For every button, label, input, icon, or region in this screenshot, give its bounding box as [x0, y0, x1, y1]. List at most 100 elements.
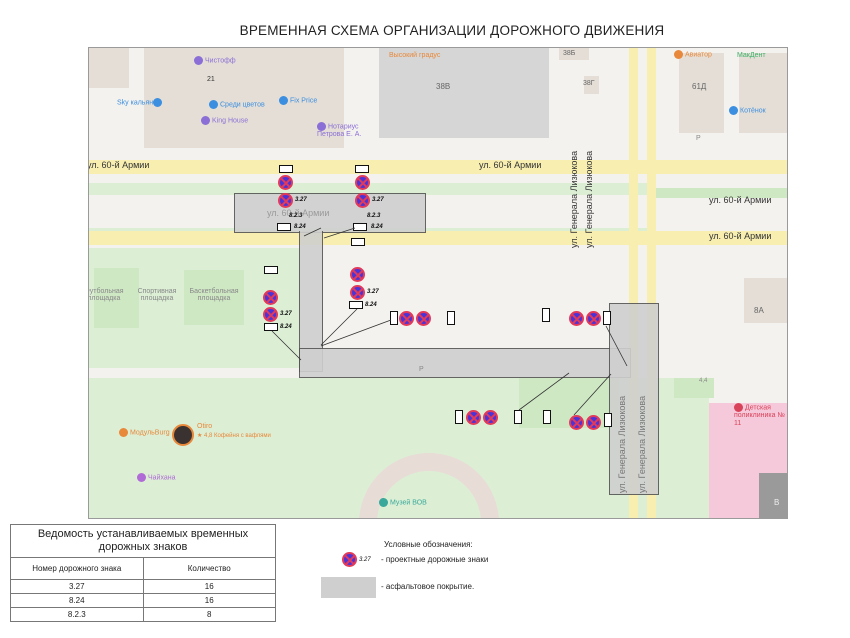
table-header: Количество — [142, 557, 276, 580]
no-stopping-sign-3-27[interactable] — [569, 311, 584, 326]
legend-sign-icon — [342, 552, 357, 567]
no-stopping-sign-3-27[interactable] — [399, 311, 414, 326]
poi-modulburg[interactable]: МодульBurg — [119, 428, 170, 437]
no-stopping-sign-3-27[interactable] — [416, 311, 431, 326]
restaurant-icon — [119, 428, 128, 437]
shop-icon — [194, 56, 203, 65]
no-stopping-sign-3-27[interactable] — [586, 415, 601, 430]
green-area — [649, 188, 787, 198]
no-stopping-sign-3-27[interactable] — [586, 311, 601, 326]
poi-chaikhana[interactable]: Чайхана — [137, 473, 176, 482]
poi-notary[interactable]: Нотариус Петрова Е. А. — [317, 122, 362, 139]
building-number: 21 — [207, 76, 215, 83]
building-number: 38В — [436, 82, 451, 91]
no-stopping-sign-3-27[interactable] — [355, 193, 370, 208]
green-area — [89, 183, 649, 195]
no-stopping-sign-3-27[interactable] — [263, 307, 278, 322]
sign-label: 3.27 — [372, 197, 384, 203]
road-lizyukova-west — [629, 48, 638, 518]
tow-truck-sign-8-24 — [353, 223, 367, 231]
poi-vysokiy-gradus[interactable]: Высокий градус — [389, 52, 441, 59]
area-label: Футбольная площадка — [88, 288, 124, 302]
poi-king-house[interactable]: King House — [201, 116, 248, 125]
poi-museum[interactable]: Музей ВОВ — [379, 498, 427, 507]
poi-otiro-photo[interactable] — [172, 424, 194, 446]
no-stopping-sign-3-27[interactable] — [278, 175, 293, 190]
shop-icon — [279, 96, 288, 105]
road-lizyukova-east — [647, 48, 656, 518]
signs-table: Ведомость устанавливаемых временных доро… — [10, 524, 276, 622]
shop-icon — [153, 98, 163, 107]
sign-8-2-3-plate — [447, 311, 455, 325]
sign-label: 8.2.3 — [289, 213, 303, 219]
no-stopping-sign-3-27[interactable] — [350, 267, 365, 282]
sign-8-2-3-plate — [355, 165, 369, 173]
poi-fix-price[interactable]: Fix Price — [279, 96, 317, 105]
sign-label: 3.27 — [295, 197, 307, 203]
no-stopping-sign-3-27[interactable] — [278, 193, 293, 208]
poi-kotenok[interactable]: Котёнок — [729, 106, 766, 115]
no-stopping-sign-3-27[interactable] — [569, 415, 584, 430]
poi-makdent[interactable]: МакДент — [737, 52, 766, 59]
height-label: 4,4 — [699, 378, 708, 384]
asphalt-top — [234, 193, 426, 233]
street-label: ул. 60-й Армии — [709, 195, 772, 205]
building-number: 8А — [754, 306, 764, 315]
tow-truck-sign-8-24 — [277, 223, 291, 231]
sign-8-2-3-plate — [542, 308, 550, 322]
no-stopping-sign-3-27[interactable] — [355, 175, 370, 190]
tow-truck-sign-8-24 — [543, 410, 551, 424]
restaurant-icon — [674, 50, 683, 59]
building-61d — [679, 53, 724, 133]
building — [759, 473, 787, 518]
no-stopping-sign-3-27[interactable] — [466, 410, 481, 425]
flower-icon — [209, 100, 218, 109]
shop-icon — [729, 106, 738, 115]
area-label: Баскетбольная площадка — [189, 288, 239, 302]
legend-title: Условные обозначения: — [384, 540, 473, 549]
sign-8-2-3-plate — [279, 165, 293, 173]
legend-sign-label: 3.27 — [359, 557, 371, 563]
no-stopping-sign-3-27[interactable] — [263, 290, 278, 305]
building-number: В — [774, 498, 780, 507]
hotel-icon — [201, 116, 210, 125]
poi-clinic[interactable]: Детская поликлиника № 11 — [734, 403, 785, 428]
table-row: 8.2.3 8 — [10, 607, 276, 622]
legend-item-signs: - проектные дорожные знаки — [381, 555, 489, 564]
poi-aviator[interactable]: Авиатор — [674, 50, 712, 59]
sign-8-2-3-plate — [604, 413, 612, 427]
sign-label: 8.24 — [294, 224, 306, 230]
building — [144, 48, 344, 148]
sign-label: 3.27 — [367, 289, 379, 295]
sign-8-2-3-plate — [351, 238, 365, 246]
poi-otiro-rating: ★ 4,8 Кофейня с вафлями — [197, 433, 271, 439]
notary-icon — [317, 122, 326, 131]
sports-court — [94, 268, 139, 328]
legend-item-asphalt: - асфальтовое покрытие. — [381, 582, 475, 591]
food-icon — [137, 473, 146, 482]
tow-truck-sign-8-24 — [349, 301, 363, 309]
table-row: 3.27 16 — [10, 579, 276, 594]
sign-label: 3.27 — [280, 311, 292, 317]
street-label: ул. 60-й Армии — [267, 208, 330, 218]
street-label: ул. 60-й Армии — [709, 231, 772, 241]
no-stopping-sign-3-27[interactable] — [350, 285, 365, 300]
road-60-army-south — [89, 231, 787, 245]
leader-lines — [271, 227, 628, 416]
table-header: Номер дорожного знака — [10, 557, 144, 580]
legend-asphalt-swatch — [321, 577, 376, 598]
parking-label: Р — [696, 135, 701, 142]
area-label: Спортивная площадка — [137, 288, 177, 302]
no-stopping-sign-3-27[interactable] — [483, 410, 498, 425]
museum-icon — [379, 498, 388, 507]
map-area[interactable]: ул. 60-й Армии ул. 60-й Армии ул. 60-й А… — [88, 47, 788, 519]
sign-label: 8.2.3 — [367, 213, 381, 219]
poi-sky-kalyan[interactable]: Sky кальян — [117, 98, 164, 107]
page-title: ВРЕМЕННАЯ СХЕМА ОРГАНИЗАЦИИ ДОРОЖНОГО ДВ… — [239, 23, 665, 38]
poi-chistoff[interactable]: Чистофф — [194, 56, 236, 65]
poi-otiro[interactable]: Otiro — [197, 423, 213, 430]
sign-8-2-3-plate — [514, 410, 522, 424]
tow-truck-sign-8-24 — [455, 410, 463, 424]
poi-sredi-cvetov[interactable]: Среди цветов — [209, 100, 265, 109]
sign-8-2-3-plate — [264, 266, 278, 274]
